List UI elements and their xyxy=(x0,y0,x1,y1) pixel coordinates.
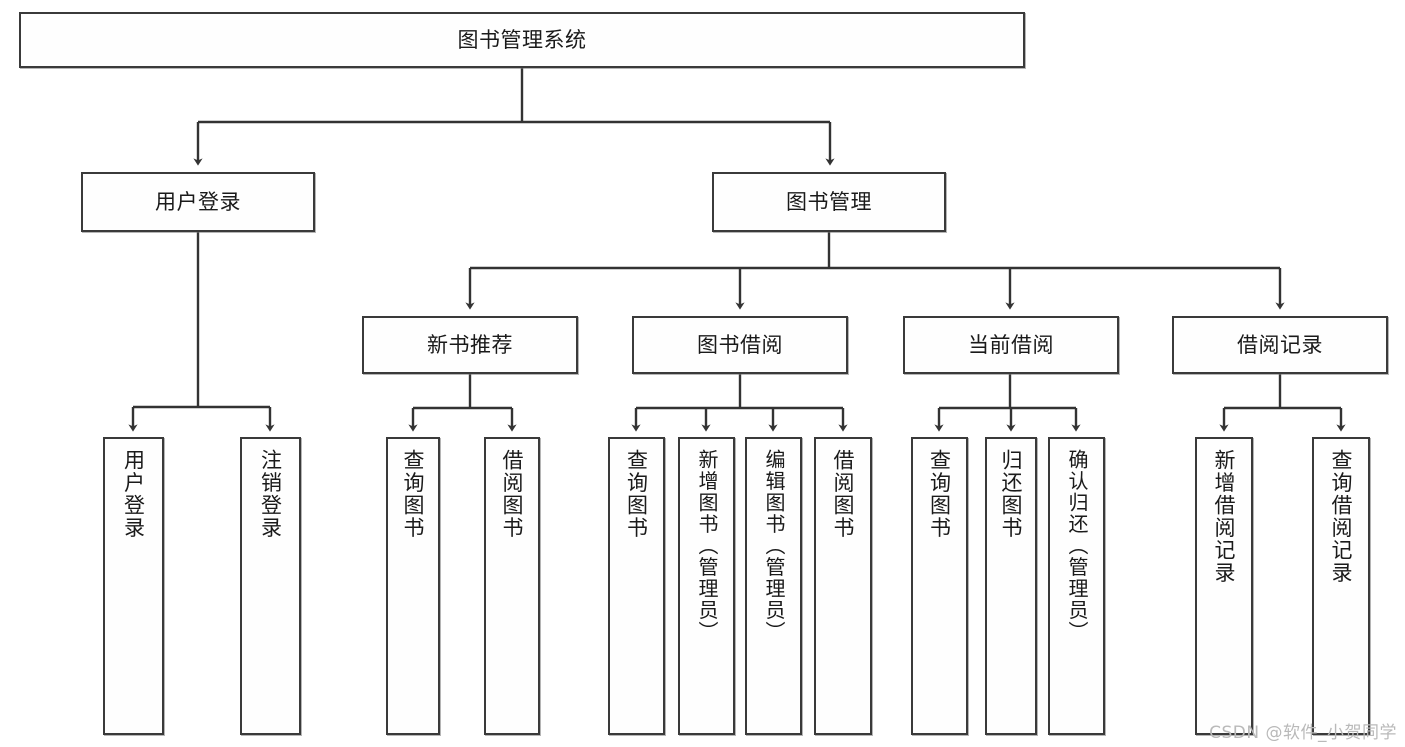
node-label: 当前借阅 xyxy=(968,332,1054,357)
node-root-system[interactable]: 图书管理系统 xyxy=(19,12,1025,68)
edges-login-to-leaves xyxy=(128,232,275,432)
leaf-query-borrow-record[interactable]: 查询借阅记录 xyxy=(1312,437,1370,735)
node-label: 图书管理系统 xyxy=(457,27,587,52)
edges-record-to-leaves xyxy=(1219,374,1346,432)
edges-current-to-leaves xyxy=(934,374,1081,432)
leaf-add-book-admin[interactable]: 新增图书（管理员） xyxy=(678,437,735,735)
leaf-query-book-borrow[interactable]: 查询图书 xyxy=(608,437,665,735)
watermark-text: CSDN @软件_小贺同学 xyxy=(1209,723,1397,743)
node-label: 新增图书（管理员） xyxy=(695,449,719,643)
leaf-logout[interactable]: 注销登录 xyxy=(240,437,301,735)
node-new-book-recommend[interactable]: 新书推荐 xyxy=(362,316,578,374)
node-borrow-record[interactable]: 借阅记录 xyxy=(1172,316,1388,374)
node-label: 归还图书 xyxy=(999,449,1024,539)
node-book-borrow[interactable]: 图书借阅 xyxy=(632,316,848,374)
node-label: 确认归还（管理员） xyxy=(1065,449,1089,643)
node-label: 新书推荐 xyxy=(427,332,513,357)
leaf-confirm-return-admin[interactable]: 确认归还（管理员） xyxy=(1048,437,1105,735)
node-book-management[interactable]: 图书管理 xyxy=(712,172,946,232)
node-label: 查询图书 xyxy=(927,449,952,539)
node-label: 用户登录 xyxy=(155,189,241,214)
node-label: 图书管理 xyxy=(786,189,872,214)
node-label: 查询借阅记录 xyxy=(1329,449,1354,584)
node-label: 借阅图书 xyxy=(500,449,525,539)
node-label: 图书借阅 xyxy=(697,332,783,357)
edges-book-mgmt-to-level2 xyxy=(465,232,1285,310)
leaf-edit-book-admin[interactable]: 编辑图书（管理员） xyxy=(745,437,802,735)
node-current-borrow[interactable]: 当前借阅 xyxy=(903,316,1119,374)
leaf-borrow-book-recommend[interactable]: 借阅图书 xyxy=(484,437,540,735)
node-label: 用户登录 xyxy=(121,449,146,539)
node-label: 查询图书 xyxy=(624,449,649,539)
edges-root-to-level1 xyxy=(193,68,835,166)
node-user-login[interactable]: 用户登录 xyxy=(81,172,315,232)
node-label: 新增借阅记录 xyxy=(1212,449,1237,584)
leaf-user-login[interactable]: 用户登录 xyxy=(103,437,164,735)
leaf-query-book-recommend[interactable]: 查询图书 xyxy=(386,437,440,735)
node-label: 查询图书 xyxy=(401,449,426,539)
node-label: 编辑图书（管理员） xyxy=(762,449,786,643)
node-label: 借阅图书 xyxy=(831,449,856,539)
leaf-borrow-book[interactable]: 借阅图书 xyxy=(814,437,872,735)
leaf-return-book[interactable]: 归还图书 xyxy=(985,437,1037,735)
edges-borrow-to-leaves xyxy=(631,374,848,432)
edges-newbook-to-leaves xyxy=(408,374,517,432)
leaf-query-book-current[interactable]: 查询图书 xyxy=(911,437,968,735)
leaf-add-borrow-record[interactable]: 新增借阅记录 xyxy=(1195,437,1253,735)
node-label: 借阅记录 xyxy=(1237,332,1323,357)
node-label: 注销登录 xyxy=(258,449,283,539)
